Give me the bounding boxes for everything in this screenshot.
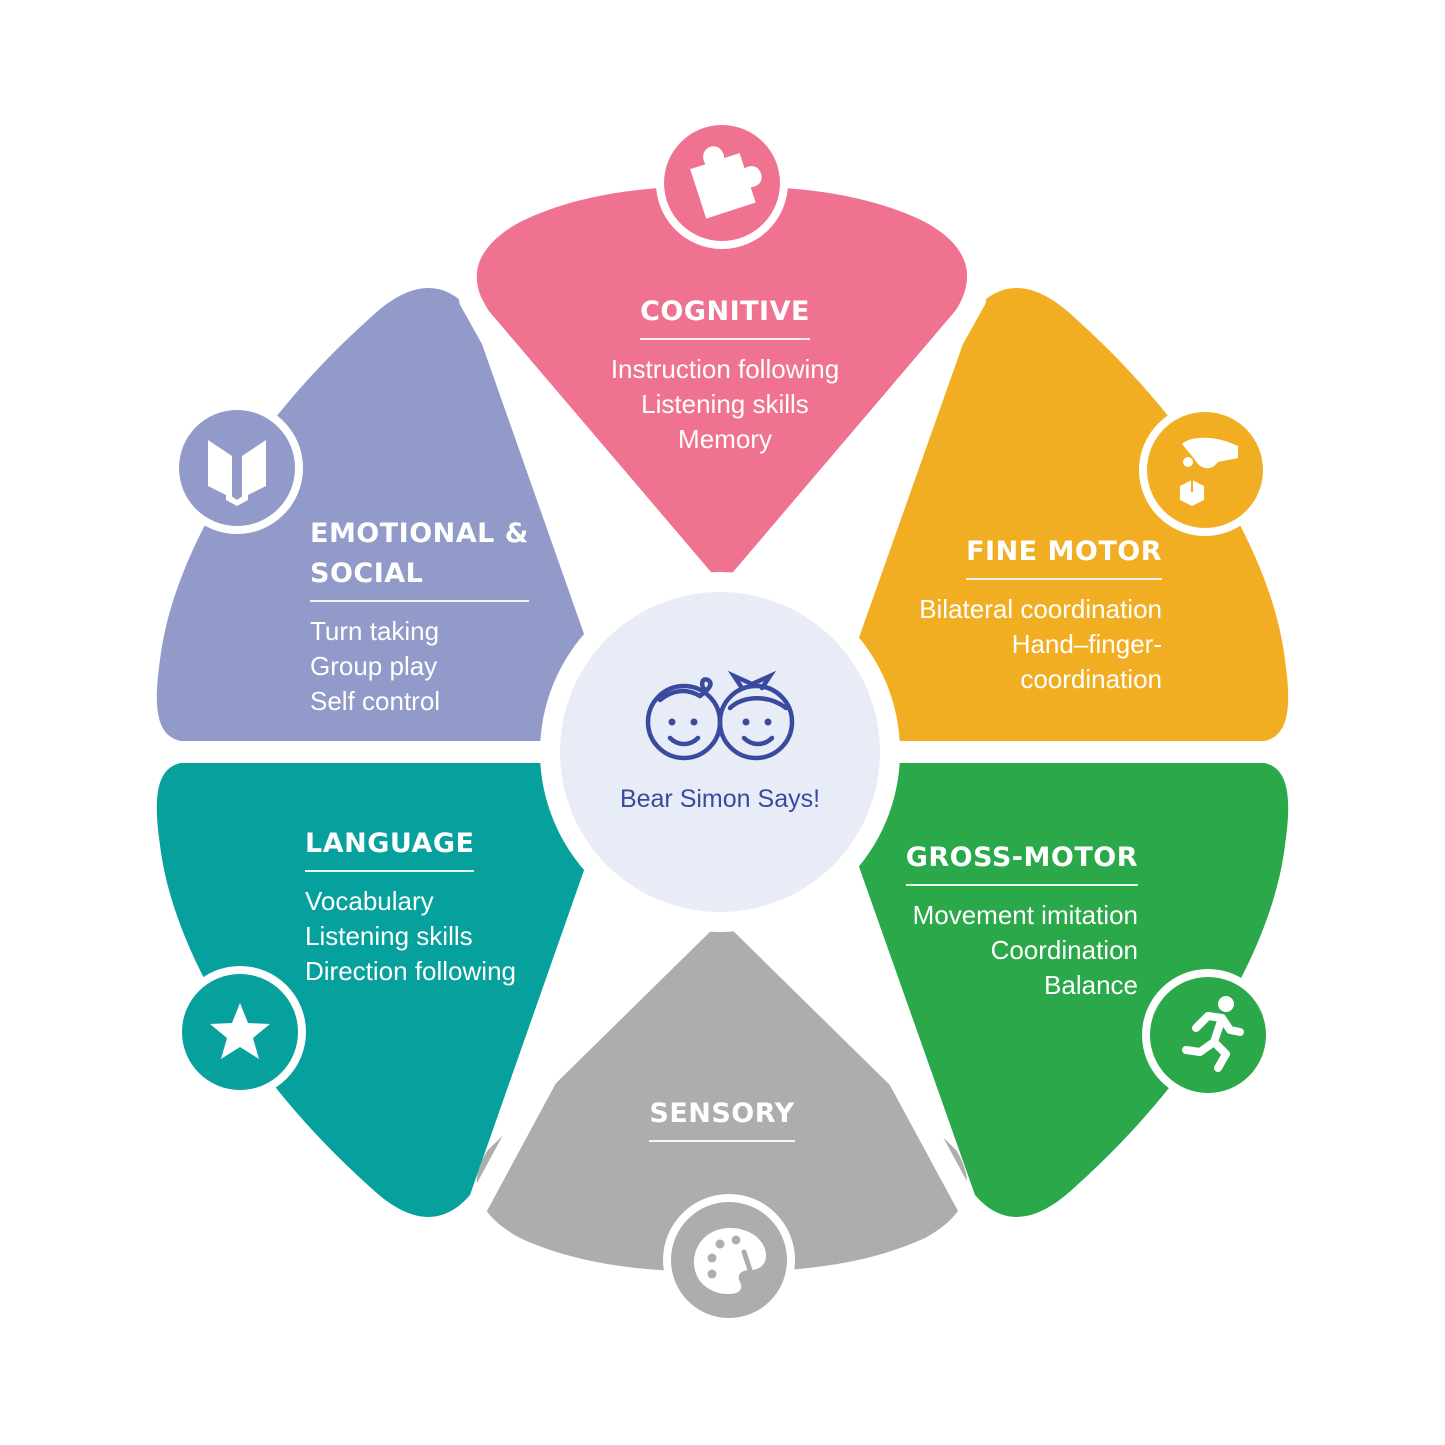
segment-title-gross-motor: GROSS-MOTOR: [905, 838, 1138, 886]
badge-sensory: [663, 1194, 795, 1326]
segment-title-cognitive: COGNITIVE: [640, 292, 810, 340]
star-icon: [210, 1003, 270, 1059]
petal-gross-motor: [822, 762, 1289, 1217]
hand-pick-icon: [1180, 437, 1238, 506]
list-item: Balance: [1044, 970, 1138, 1000]
petal-fine-motor: [822, 288, 1289, 742]
list-item: Hand–finger-: [1011, 629, 1162, 659]
running-person-icon: [1182, 996, 1244, 1072]
list-item: Memory: [678, 424, 772, 454]
segment-language: LANGUAGE Vocabulary Listening skills Dir…: [305, 824, 585, 989]
badge-cognitive: [656, 117, 788, 249]
list-item: Coordination: [990, 935, 1138, 965]
list-item: Listening skills: [305, 921, 473, 951]
puzzle-icon: [690, 146, 762, 219]
list-item: Direction following: [305, 956, 516, 986]
segment-items-fine-motor: Bilateral coordination Hand–finger- coor…: [860, 592, 1162, 697]
segment-title-fine-motor: FINE MOTOR: [966, 532, 1162, 580]
palette-icon: [694, 1228, 766, 1294]
segment-items-cognitive: Instruction following Listening skills M…: [560, 352, 890, 457]
segment-sensory: SENSORY: [600, 1094, 844, 1142]
list-item: Group play: [310, 651, 438, 681]
list-item: Bilateral coordination: [919, 594, 1162, 624]
segment-gross-motor: GROSS-MOTOR Movement imitation Coordinat…: [850, 838, 1138, 1003]
book-icon: [208, 440, 266, 506]
hub-circle: [560, 592, 880, 912]
list-item: Movement imitation: [912, 900, 1138, 930]
petal-cognitive: [476, 186, 968, 585]
list-item: Self control: [310, 686, 441, 716]
badge-gross-motor: [1142, 969, 1274, 1101]
petal-emotional-social: [156, 288, 622, 742]
segment-items-gross-motor: Movement imitation Coordination Balance: [850, 898, 1138, 1003]
list-item: Vocabulary: [305, 886, 434, 916]
list-item: Listening skills: [641, 389, 809, 419]
badge-emotional-social: [171, 402, 303, 534]
segment-cognitive: COGNITIVE Instruction following Listenin…: [560, 292, 890, 457]
segment-fine-motor: FINE MOTOR Bilateral coordination Hand–f…: [860, 532, 1162, 697]
center-label: Bear Simon Says!: [619, 785, 821, 813]
petal-language: [156, 762, 622, 1217]
list-item: coordination: [1020, 664, 1162, 694]
kids-faces-icon: [645, 670, 795, 761]
segment-title-sensory: SENSORY: [649, 1094, 795, 1142]
segment-title-emotional-social: EMOTIONAL & SOCIAL: [310, 514, 529, 602]
list-item: Turn taking: [310, 616, 440, 646]
segment-emotional-social: EMOTIONAL & SOCIAL Turn taking Group pla…: [310, 514, 550, 719]
badge-language: [174, 966, 306, 1098]
segment-title-language: LANGUAGE: [305, 824, 475, 872]
list-item: Instruction following: [610, 354, 840, 384]
segment-items-language: Vocabulary Listening skills Direction fo…: [305, 884, 585, 989]
badge-fine-motor: [1139, 404, 1271, 536]
petal-sensory: [476, 920, 968, 1272]
segment-items-emotional-social: Turn taking Group play Self control: [310, 614, 550, 719]
